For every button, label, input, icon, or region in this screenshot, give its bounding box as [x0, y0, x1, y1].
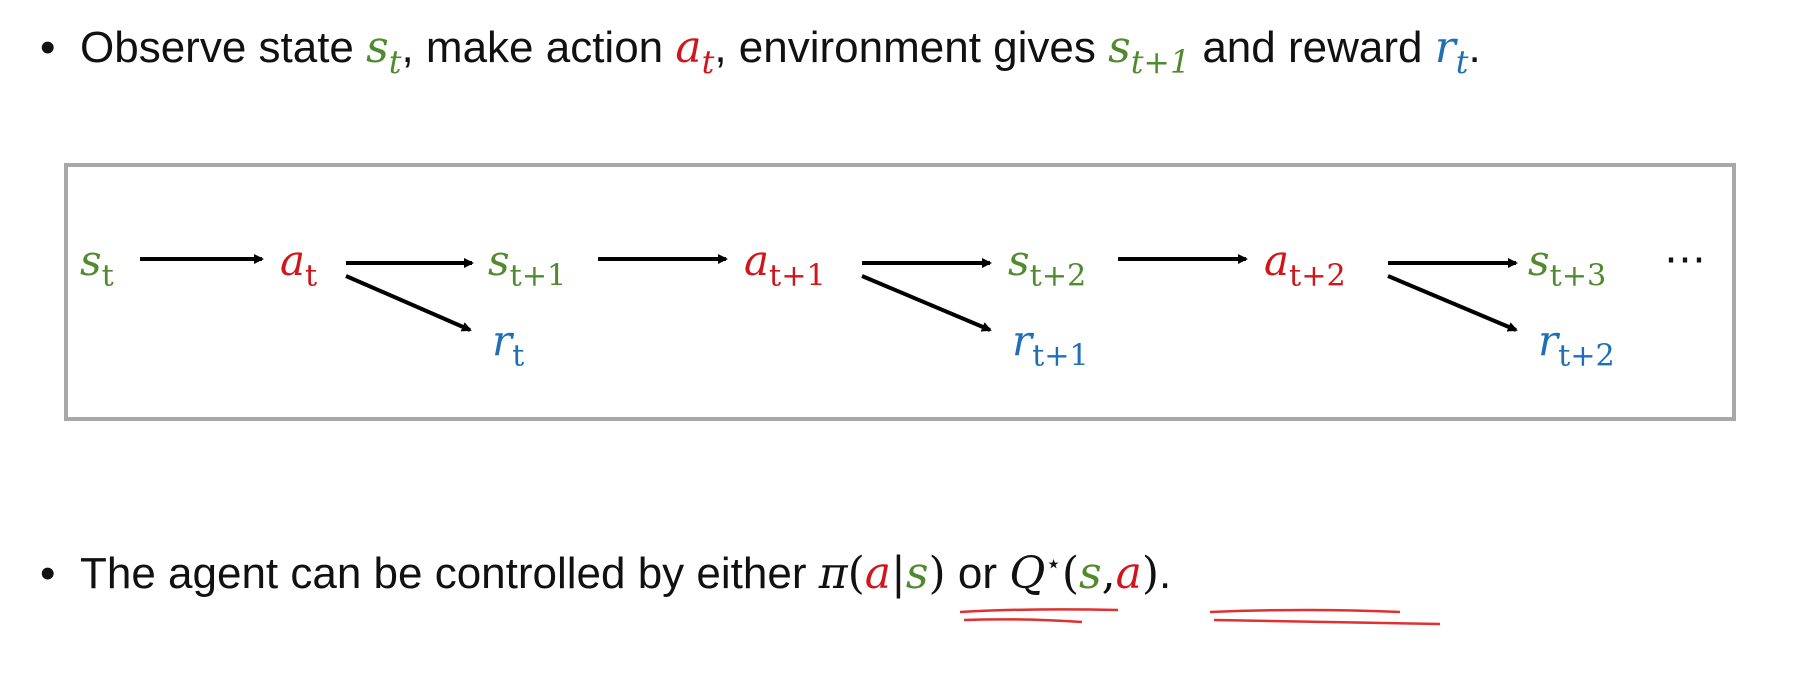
- node-s-t: st: [80, 236, 114, 294]
- text-segment: or: [945, 549, 1010, 598]
- math-q-star: Q⋆(s,a): [1009, 548, 1159, 599]
- node-a-t-plus-1: at+1: [744, 236, 826, 294]
- node-r-t-plus-2: rt+2: [1538, 316, 1615, 374]
- arrow-a2-r2: [1387, 274, 1518, 332]
- node-a-t: at: [280, 236, 318, 294]
- math-policy: π(a|s): [818, 548, 946, 599]
- node-r-t: rt: [492, 316, 525, 374]
- node-r-t-plus-1: rt+1: [1012, 316, 1089, 374]
- text-segment: and reward: [1190, 23, 1435, 72]
- text-segment: The agent can be controlled by either: [80, 549, 819, 598]
- text-segment: , make action: [401, 23, 676, 72]
- math-a-t: at: [675, 22, 715, 82]
- bullet-dot: •: [40, 23, 56, 72]
- node-s-t-plus-3: st+3: [1528, 236, 1607, 294]
- text-segment: .: [1468, 23, 1481, 72]
- ellipsis: ⋯: [1664, 234, 1706, 283]
- text-segment: .: [1158, 549, 1172, 598]
- text-segment: , environment gives: [714, 23, 1109, 72]
- arrow-a0-r0: [345, 274, 472, 332]
- arrow-a1-r1: [861, 274, 992, 332]
- bullet-observe: • Observe state st, make action at, envir…: [40, 22, 1481, 81]
- bullet-agent-control: • The agent can be controlled by either π…: [40, 548, 1171, 599]
- math-r-t: rt: [1434, 22, 1469, 82]
- node-s-t-plus-2: st+2: [1008, 236, 1087, 294]
- math-s-next: st+1: [1108, 22, 1191, 82]
- bullet-dot: •: [40, 549, 56, 598]
- text-segment: Observe state: [80, 23, 367, 72]
- node-s-t-plus-1: st+1: [488, 236, 567, 294]
- node-a-t-plus-2: at+2: [1264, 236, 1346, 294]
- math-s-t: st: [366, 22, 402, 82]
